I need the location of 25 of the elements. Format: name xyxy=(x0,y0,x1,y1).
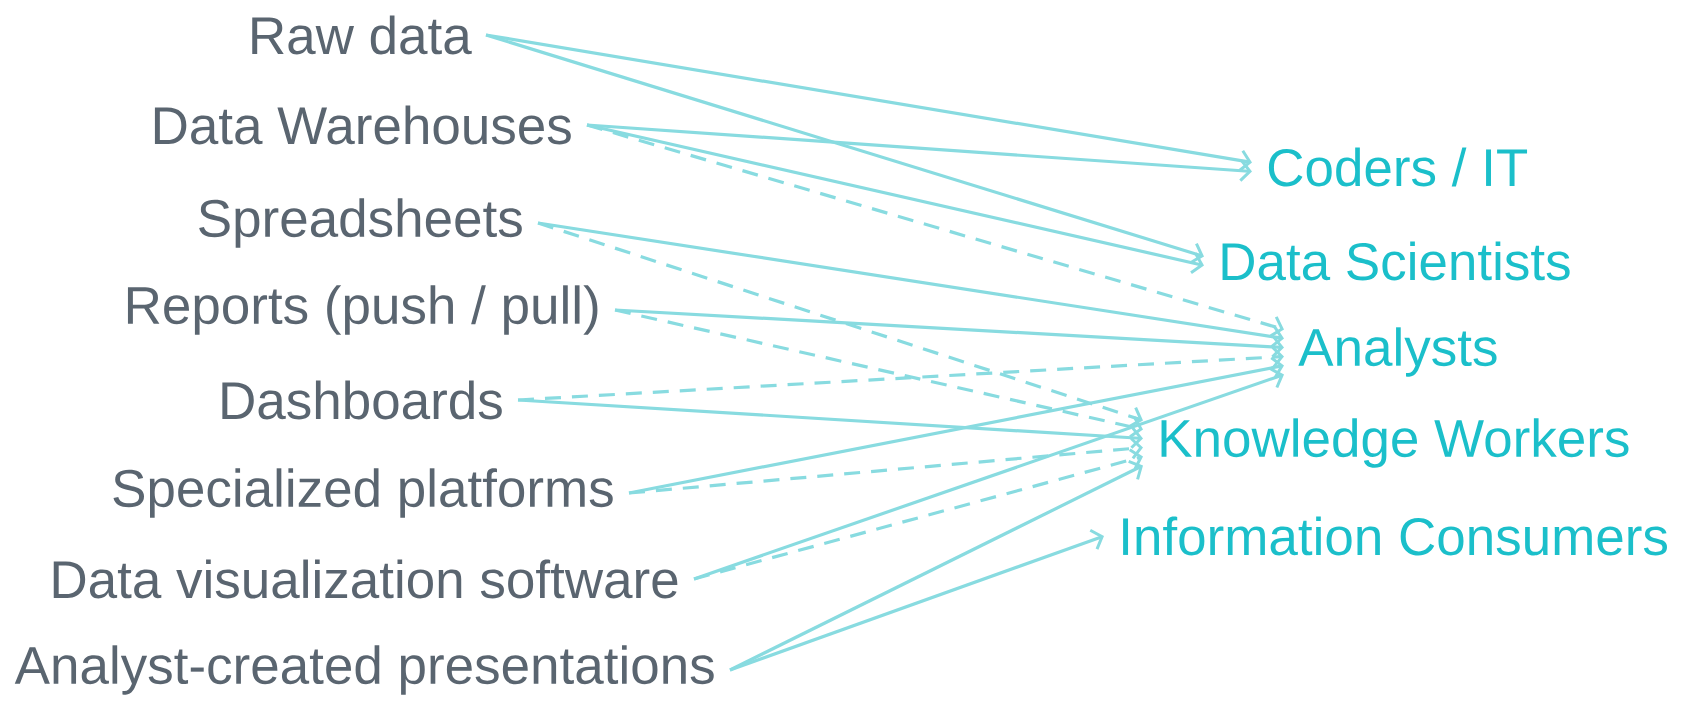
arrow xyxy=(517,346,1284,402)
source-label: Spreadsheets xyxy=(199,198,522,248)
arrow xyxy=(693,448,1143,581)
arrow xyxy=(586,123,1284,338)
arrow xyxy=(485,33,1204,265)
audience-label: Information Consumers xyxy=(1123,516,1667,556)
arrow xyxy=(614,308,1284,358)
arrow xyxy=(693,367,1284,581)
arrow xyxy=(614,308,1143,439)
arrow xyxy=(628,437,1143,495)
source-label: Dashboards xyxy=(222,380,502,420)
arrow xyxy=(729,528,1104,672)
audience-label: Coders / IT xyxy=(1268,147,1528,187)
source-label: Reports (push / pull) xyxy=(127,285,598,335)
source-label: Data visualization software xyxy=(53,559,678,599)
source-label: Analyst-created presentations xyxy=(14,645,714,695)
audience-label: Data Scientists xyxy=(1222,241,1570,281)
source-label: Raw data xyxy=(252,15,472,55)
source-label: Data Warehouses xyxy=(154,105,571,145)
arrow xyxy=(517,398,1143,449)
audience-label: Knowledge Workers xyxy=(1161,418,1629,468)
arrow xyxy=(537,221,1143,428)
arrow xyxy=(586,123,1252,182)
audience-label: Analysts xyxy=(1298,327,1497,377)
source-label: Specialized platforms xyxy=(113,468,613,518)
